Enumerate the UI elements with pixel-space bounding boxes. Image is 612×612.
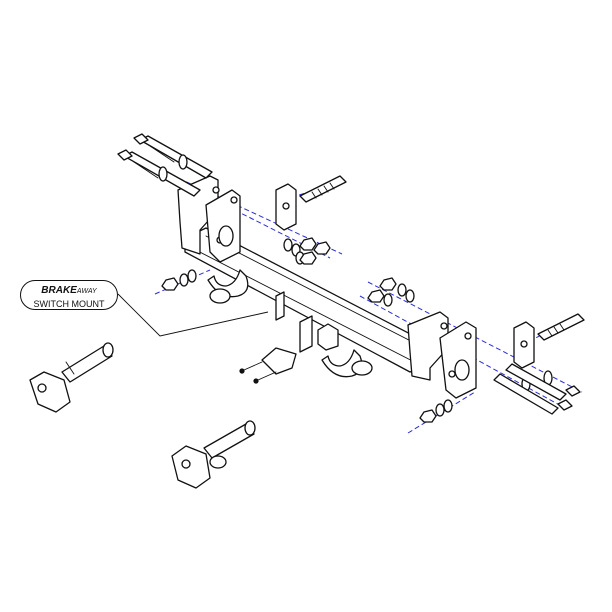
left-plate-hole <box>282 202 290 210</box>
hitch-pin-assembly-1 <box>29 342 114 413</box>
left-plate-bolt <box>299 175 347 203</box>
pin-2-shaft <box>203 423 255 459</box>
cross-tube-edge <box>187 245 431 371</box>
left-washer-2 <box>158 166 168 182</box>
breakaway-switch-parts <box>261 291 339 375</box>
right-bracket-hole-3 <box>448 370 456 378</box>
left-bracket-collar <box>218 225 234 247</box>
pin-2-clip-ring <box>209 455 227 469</box>
pin-1-detail <box>65 361 75 375</box>
pin-1-end <box>102 342 114 358</box>
right-nut-3 <box>419 409 437 423</box>
right-bracket-hole-2 <box>464 332 472 340</box>
left-nut-stack <box>161 237 331 291</box>
right-washer-4 <box>435 403 445 417</box>
left-nut-3 <box>299 251 317 265</box>
screw-1-shaft <box>243 361 263 371</box>
right-nut-2 <box>379 277 397 291</box>
right-bolt-upper <box>505 363 567 401</box>
right-washer-3 <box>405 289 415 303</box>
right-backing-plate <box>493 313 585 415</box>
left-washer-3 <box>283 238 293 252</box>
left-bolt-upper-head <box>133 133 149 145</box>
switch-mount-plate <box>261 347 297 375</box>
left-bolts <box>117 133 213 197</box>
left-mounting-bracket <box>177 175 241 263</box>
safety-chain-loops <box>207 269 373 378</box>
left-nut-4 <box>161 277 179 291</box>
right-washer-1 <box>397 283 407 297</box>
pin-2-clevis-hole <box>181 459 191 469</box>
left-nut-1 <box>299 237 317 251</box>
pin-2-end <box>244 420 256 436</box>
left-bracket-rear-plate <box>177 175 219 255</box>
left-bolt-upper-thread <box>149 145 175 163</box>
axis-line-right-nut <box>407 391 476 434</box>
left-bracket-hole-2 <box>230 196 238 204</box>
left-bolt-lower-thread <box>133 161 159 179</box>
switch-screws <box>239 361 277 384</box>
right-bracket-hole-1 <box>440 322 448 330</box>
left-nut-2 <box>313 241 331 255</box>
right-nut-stack <box>367 277 453 423</box>
brakeaway-switch-mount-callout: BRAKEAWAY SWITCH MOUNT <box>20 280 118 310</box>
chain-loop-left-ring <box>209 288 231 304</box>
left-washer-6 <box>179 273 189 287</box>
cross-tube <box>184 227 446 373</box>
right-bolt-upper-head <box>565 385 581 397</box>
left-bracket-front-plate <box>205 189 241 263</box>
right-washer-5 <box>443 399 453 413</box>
right-bolt-lower-head <box>557 399 573 411</box>
left-backing-plate <box>275 175 347 231</box>
pin-1-shaft <box>61 345 113 383</box>
right-bracket-rear-plate <box>407 311 449 381</box>
cross-tube-edge-top <box>205 235 441 357</box>
right-washer-2 <box>383 293 393 307</box>
right-plate-hole <box>520 340 528 348</box>
left-washer-1 <box>178 154 188 170</box>
callout-line-2: SWITCH MOUNT <box>33 299 105 309</box>
pin-1-clevis-hole <box>37 383 47 393</box>
left-plate-bolt-thread <box>311 182 335 199</box>
screw-1-head <box>239 368 245 374</box>
right-plate-bolt <box>537 313 585 341</box>
right-nut-1 <box>367 289 385 303</box>
right-plate-bolt-thread <box>547 323 565 337</box>
right-bolt-lower <box>493 373 559 415</box>
callout-leader-line <box>117 293 269 337</box>
pin-1-clevis <box>29 371 71 413</box>
switch-mount-arm <box>299 315 313 353</box>
chain-loop-right-ring <box>351 360 373 376</box>
left-bolt-lower-head <box>117 149 133 161</box>
breakaway-tab <box>275 291 285 321</box>
axis-line-left-nut <box>154 269 211 295</box>
callout-brand-small: AWAY <box>76 288 97 295</box>
left-washer-7 <box>187 269 197 283</box>
right-mounting-bracket <box>407 311 477 399</box>
right-bracket-collar <box>454 359 470 381</box>
pin-2-clevis <box>171 445 211 489</box>
hitch-pin-assembly-2 <box>171 420 256 489</box>
right-bracket-front-plate <box>439 321 477 399</box>
callout-brand-bold: BRAKE <box>41 285 77 296</box>
switch-mount-bracket <box>317 323 339 351</box>
screw-2-shaft <box>257 371 277 381</box>
screw-2-head <box>253 378 259 384</box>
left-bracket-hole-1 <box>212 186 220 194</box>
